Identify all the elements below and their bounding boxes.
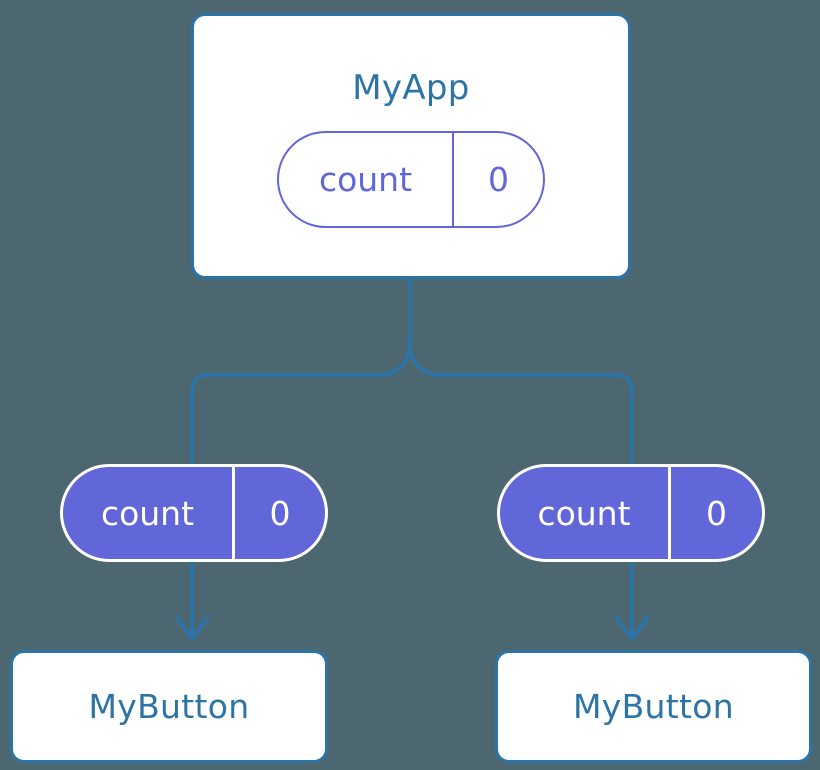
prop-pill-left[interactable]: count 0 [60,464,328,562]
state-value-label: 0 [452,133,543,226]
component-name-myapp: MyApp [352,68,470,108]
component-name-mybutton-left: MyButton [88,687,250,726]
connector-trunk-left [190,277,412,464]
state-key-label: count [318,160,413,199]
component-box-myapp[interactable]: MyApp [191,13,631,279]
component-box-mybutton-right[interactable]: MyButton [495,650,812,763]
arrow-head-left [174,615,210,641]
component-box-mybutton-left[interactable]: MyButton [10,650,328,763]
prop-key-label-left: count [100,493,195,533]
component-name-mybutton-right: MyButton [573,687,734,726]
state-pill-myapp[interactable]: count 0 [277,131,545,228]
prop-value-label-left: 0 [232,467,325,559]
connector-trunk-right [408,277,634,464]
arrow-head-right [614,615,650,641]
prop-key-label-right: count [537,493,631,533]
prop-pill-right[interactable]: count 0 [497,464,765,562]
prop-value-label-right: 0 [668,467,762,559]
